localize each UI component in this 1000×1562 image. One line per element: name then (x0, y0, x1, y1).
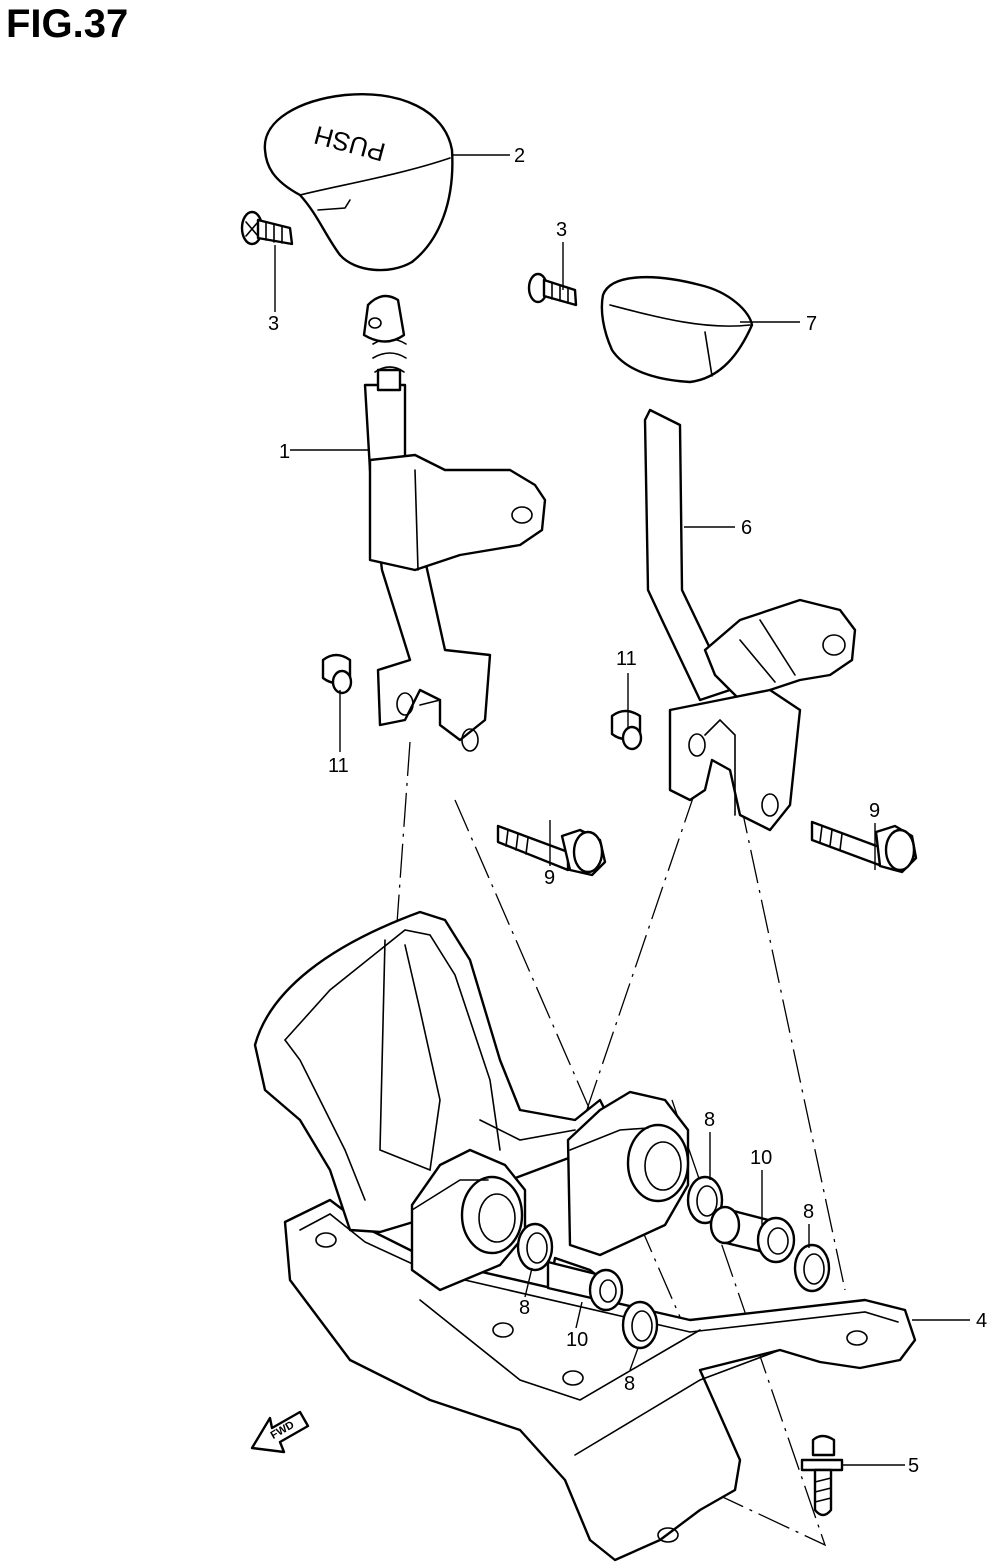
part-6-lever (643, 408, 857, 832)
washer-right-lower (793, 1243, 831, 1293)
callout-4: 4 (976, 1310, 987, 1332)
callout-2: 2 (514, 145, 525, 167)
washer-left-lower (621, 1300, 659, 1350)
part-5-bolt (800, 1434, 844, 1517)
washer-right-upper (686, 1175, 724, 1225)
callout-6: 6 (741, 517, 752, 539)
callout-1: 1 (279, 441, 290, 463)
washer-left-upper (516, 1222, 554, 1272)
callout-7: 7 (806, 313, 817, 335)
callout-10-left: 10 (566, 1329, 588, 1351)
callout-5: 5 (908, 1455, 919, 1477)
part-3-screw-right (527, 272, 578, 307)
callout-8-right-lower: 8 (803, 1201, 814, 1223)
callout-3-left: 3 (268, 313, 279, 335)
leader-lines (274, 154, 970, 1466)
callout-labels: 1 2 3 3 7 6 11 11 9 9 8 10 8 8 10 8 4 5 (268, 145, 987, 1477)
callout-9-left: 9 (544, 867, 555, 889)
callout-8-left-lower: 8 (624, 1373, 635, 1395)
part-3-screw-left (240, 210, 294, 246)
figure-title: FIG.37 (6, 2, 129, 46)
part-9-bolt-right (810, 820, 918, 874)
left-pivot-boss (410, 1148, 527, 1292)
part-11-nut-left (321, 653, 353, 695)
callout-10-right: 10 (750, 1147, 772, 1169)
fwd-arrow-icon: FWD (250, 1410, 310, 1454)
part-10-bushing-left (546, 1256, 624, 1312)
callout-3-right: 3 (556, 219, 567, 241)
part-11-nut-right (610, 709, 643, 751)
right-pivot-boss (566, 1090, 690, 1257)
callout-11-left: 11 (328, 755, 349, 777)
part-8-washers (516, 1175, 831, 1350)
part-7-knob-cap (600, 276, 754, 384)
callout-8-right-upper: 8 (704, 1109, 715, 1131)
callout-9-right: 9 (869, 800, 880, 822)
base-guide-plate (253, 910, 612, 1234)
callout-8-left-upper: 8 (519, 1297, 530, 1319)
callout-11-right: 11 (616, 648, 637, 670)
part-2-knob: PUSH (263, 93, 454, 272)
part-1-shift-lever (362, 294, 547, 752)
part-10-bushing-right (709, 1205, 796, 1264)
